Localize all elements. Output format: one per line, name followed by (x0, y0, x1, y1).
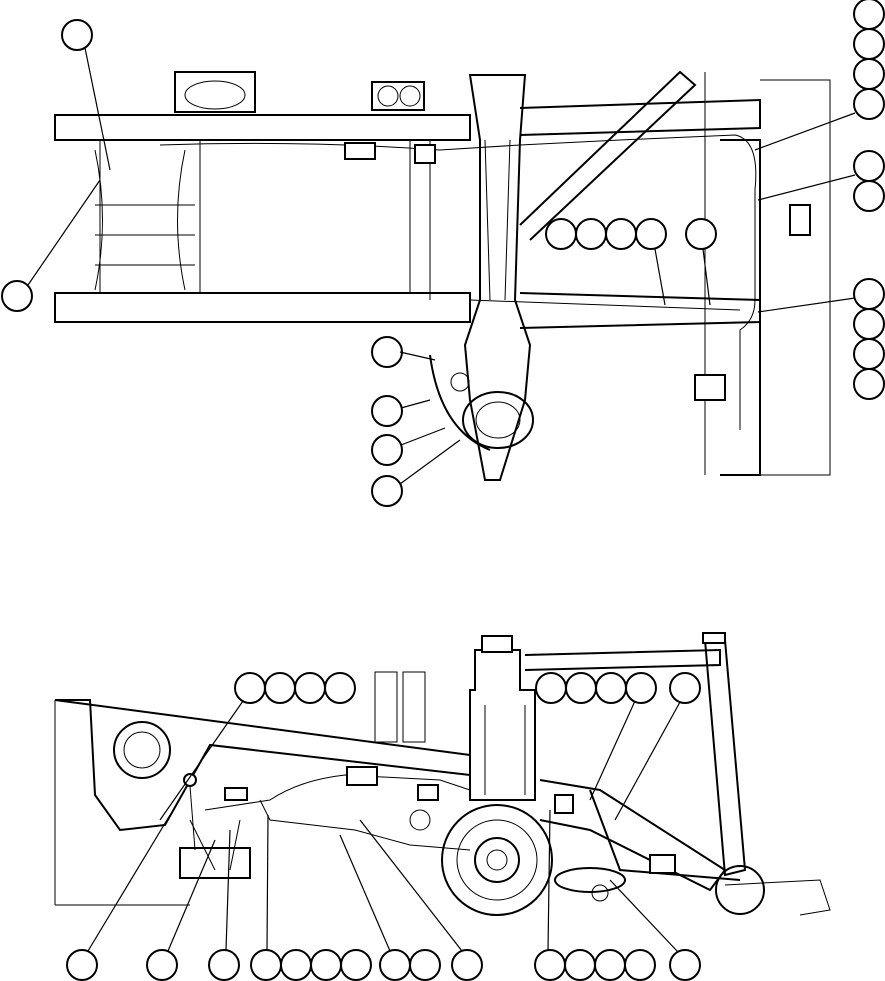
callout-marker (853, 58, 885, 90)
callout-marker (853, 338, 885, 370)
callout-marker (853, 28, 885, 60)
callout-marker (371, 434, 403, 466)
callout-marker (594, 949, 626, 981)
callout-marker (853, 150, 885, 182)
callout-marker (1, 280, 33, 312)
callout-marker (853, 308, 885, 340)
callout-marker (853, 278, 885, 310)
side-view-frame (54, 632, 831, 916)
top-view-frame (54, 70, 831, 481)
callout-marker (605, 218, 637, 250)
side-view-callouts (66, 672, 701, 981)
callout-marker (379, 949, 411, 981)
callout-marker (575, 218, 607, 250)
top-view-callouts (1, 0, 885, 507)
callout-marker (146, 949, 178, 981)
callout-marker (250, 949, 282, 981)
callout-marker (409, 949, 441, 981)
callout-marker (853, 88, 885, 120)
callout-marker (535, 672, 567, 704)
callout-marker (234, 672, 266, 704)
callout-marker (595, 672, 627, 704)
callout-marker (371, 395, 403, 427)
callout-marker (371, 475, 403, 507)
callout-marker (853, 368, 885, 400)
callout-marker (340, 949, 372, 981)
callout-marker (565, 672, 597, 704)
callout-marker (371, 336, 403, 368)
callout-marker (534, 949, 566, 981)
callout-marker (853, 180, 885, 212)
callout-marker (685, 218, 717, 250)
callout-marker (669, 949, 701, 981)
callout-marker (208, 949, 240, 981)
callout-marker (545, 218, 577, 250)
callout-marker (669, 672, 701, 704)
callout-marker (564, 949, 596, 981)
callout-marker (324, 672, 356, 704)
callout-marker (66, 949, 98, 981)
callout-marker (264, 672, 296, 704)
callout-marker (625, 672, 657, 704)
callout-marker (310, 949, 342, 981)
callout-marker (451, 949, 483, 981)
callout-marker (853, 0, 885, 30)
callout-marker (635, 218, 667, 250)
callout-marker (61, 19, 93, 51)
callout-marker (624, 949, 656, 981)
callout-marker (280, 949, 312, 981)
callout-marker (294, 672, 326, 704)
